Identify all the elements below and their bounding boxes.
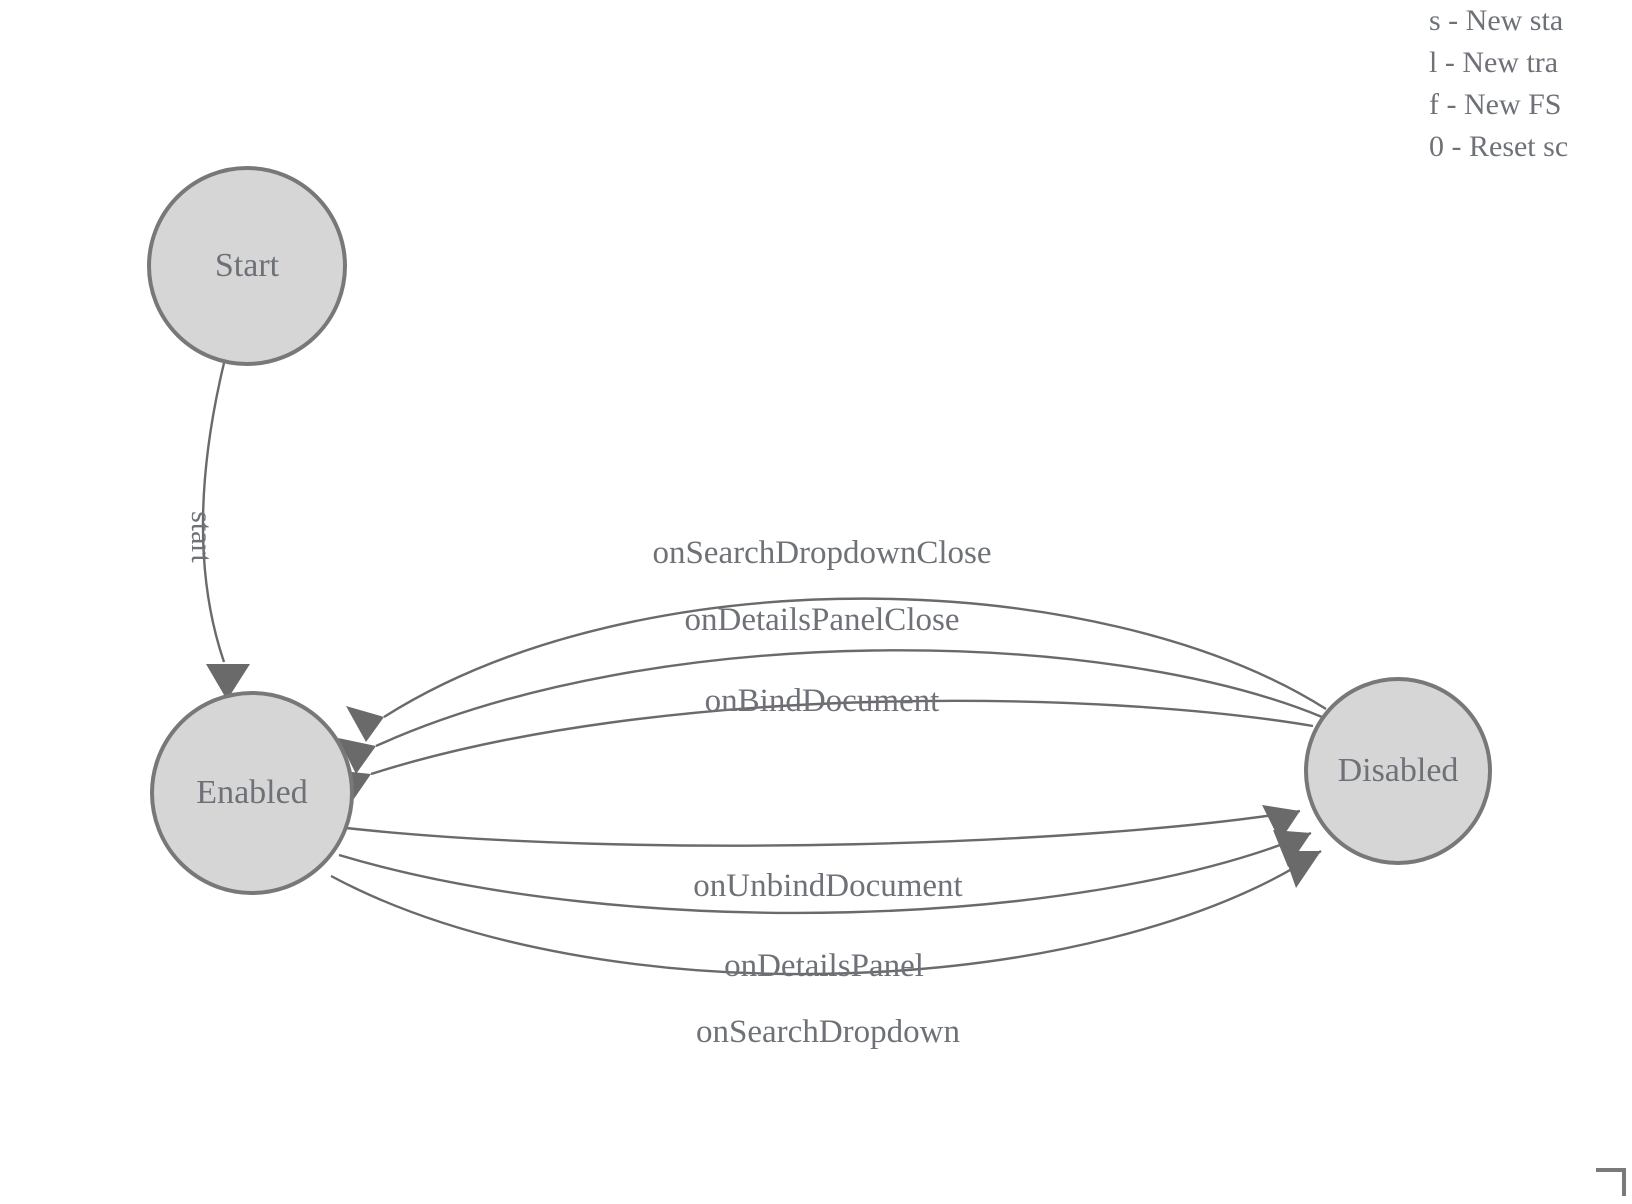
arrowhead-icon: [346, 706, 384, 742]
edge-label-on-search-dropdown-close: onSearchDropdownClose: [652, 535, 991, 571]
arrowhead-icon: [338, 738, 376, 774]
help-line-new-state: s - New sta: [1429, 4, 1564, 37]
edge-path: [338, 831, 1312, 915]
help-line-reset-scale: 0 - Reset sc: [1429, 130, 1569, 163]
edge-on-unbind-document[interactable]: [345, 805, 1301, 847]
state-node-start[interactable]: Start: [147, 166, 347, 366]
edge-path: [201, 362, 226, 663]
edge-on-details-panel-close[interactable]: [338, 649, 1323, 774]
state-label: Disabled: [1338, 752, 1459, 789]
arrowhead-icon: [206, 664, 250, 700]
edge-path: [330, 850, 1322, 976]
edge-on-details-panel[interactable]: [338, 830, 1312, 915]
edge-label-on-details-panel-close: onDetailsPanelClose: [685, 602, 960, 638]
edge-start[interactable]: [201, 362, 250, 700]
state-circle: [147, 166, 347, 366]
state-node-disabled[interactable]: Disabled: [1304, 677, 1492, 865]
help-line-new-transition: l - New tra: [1429, 46, 1559, 79]
help-line-new-fsm: f - New FS: [1429, 88, 1562, 121]
edge-label-on-bind-document: onBindDocument: [705, 683, 940, 719]
arrowhead-icon: [1262, 805, 1300, 841]
edge-label-on-unbind-document: onUnbindDocument: [693, 868, 962, 904]
state-label: Start: [215, 247, 280, 284]
state-label: Enabled: [196, 774, 307, 811]
edge-path: [383, 597, 1327, 719]
edge-path: [375, 649, 1323, 748]
edge-label-start: start: [185, 511, 218, 563]
edge-on-search-dropdown[interactable]: [330, 850, 1322, 976]
state-node-enabled[interactable]: Enabled: [150, 691, 354, 895]
state-circle: [150, 691, 354, 895]
arrowhead-icon: [1283, 851, 1321, 888]
edge-label-on-details-panel: onDetailsPanel: [724, 948, 924, 984]
edge-label-on-search-dropdown: onSearchDropdown: [696, 1014, 960, 1050]
edge-on-search-dropdown-close[interactable]: [346, 597, 1327, 742]
state-circle: [1304, 677, 1492, 865]
canvas-corner-handle[interactable]: [1596, 1168, 1626, 1196]
help-shortcut-list: s - New sta l - New tra f - New FS 0 - R…: [1429, 0, 1632, 168]
edge-path: [370, 699, 1314, 776]
edge-path: [345, 809, 1301, 847]
arrowhead-icon: [1273, 830, 1311, 867]
